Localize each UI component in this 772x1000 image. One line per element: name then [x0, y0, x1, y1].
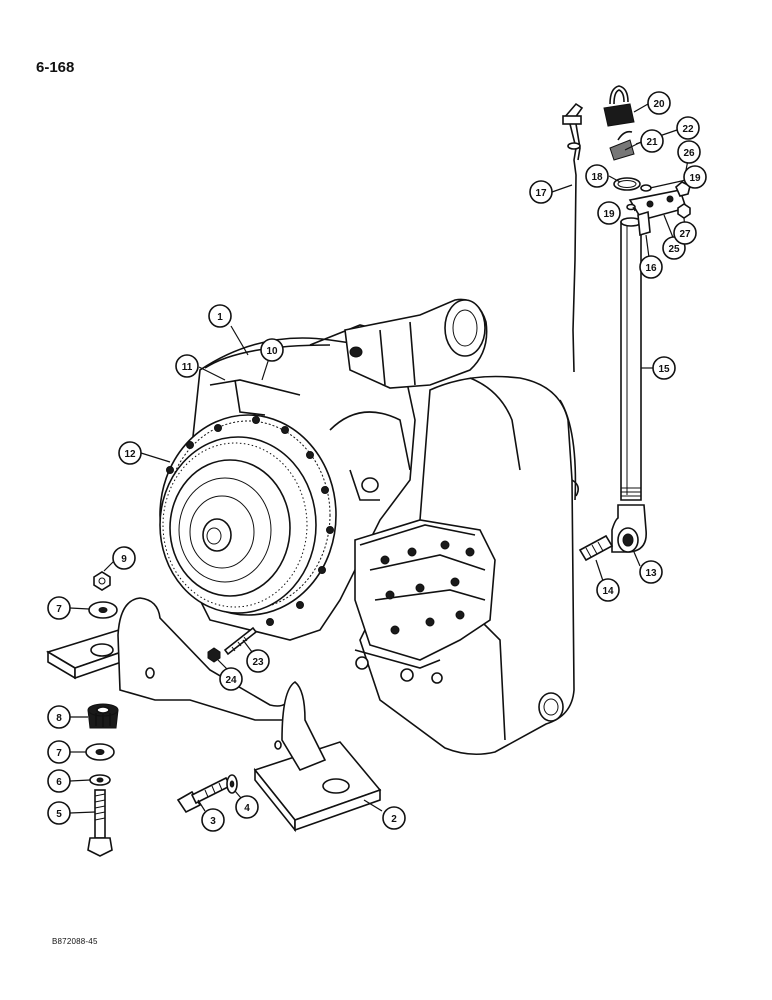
elbow-13 [611, 504, 647, 553]
callout-9: 9 [112, 546, 136, 570]
nipple-14 [578, 534, 614, 562]
nut-27 [677, 203, 691, 219]
svg-text:1: 1 [217, 312, 223, 323]
svg-text:20: 20 [653, 99, 665, 110]
washer-6 [89, 774, 111, 786]
callout-22: 22 [676, 116, 700, 140]
svg-text:3: 3 [210, 816, 216, 827]
callout-16: 16 [639, 255, 663, 279]
callout-7-top: 7 [47, 596, 71, 620]
svg-text:26: 26 [683, 148, 695, 159]
nut-24 [207, 647, 221, 663]
callout-27: 27 [673, 221, 697, 245]
svg-text:25: 25 [668, 244, 680, 255]
svg-text:10: 10 [266, 346, 278, 357]
gasket-22 [609, 130, 635, 161]
page-number: 6-168 [36, 59, 75, 76]
callout-6: 6 [47, 769, 71, 793]
svg-text:9: 9 [121, 554, 127, 565]
breather-cap-20 [603, 85, 635, 127]
svg-text:22: 22 [682, 124, 694, 135]
callout-26: 26 [677, 140, 701, 164]
washer-4 [226, 774, 238, 794]
svg-text:19: 19 [603, 209, 615, 220]
svg-text:27: 27 [679, 229, 691, 240]
bolt-3 [176, 776, 232, 814]
filler-tube-15 [620, 217, 642, 501]
isolator-8 [87, 703, 119, 729]
svg-text:19: 19 [689, 173, 701, 184]
callout-21: 21 [640, 129, 664, 153]
svg-text:24: 24 [225, 675, 237, 686]
callout-24: 24 [219, 667, 243, 691]
svg-text:18: 18 [591, 172, 603, 183]
callout-13: 13 [639, 560, 663, 584]
bolt-26 [675, 181, 691, 197]
svg-text:17: 17 [535, 188, 547, 199]
dipstick-17 [562, 102, 584, 373]
callout-15: 15 [652, 356, 676, 380]
svg-text:6: 6 [56, 777, 62, 788]
callout-4: 4 [235, 795, 259, 819]
o-ring-18 [613, 177, 641, 191]
control-valve [354, 519, 496, 684]
stud-23 [223, 626, 258, 656]
svg-text:5: 5 [56, 809, 62, 820]
callout-19-left: 19 [597, 201, 621, 225]
callout-19-right: 19 [683, 165, 707, 189]
nut-9 [93, 571, 111, 591]
callout-12: 12 [118, 441, 142, 465]
svg-text:4: 4 [244, 803, 250, 814]
clamp-16 [637, 210, 651, 237]
callout-17: 17 [529, 180, 553, 204]
svg-text:15: 15 [658, 364, 670, 375]
bolt-5 [87, 789, 113, 857]
svg-text:21: 21 [646, 137, 658, 148]
svg-text:13: 13 [645, 568, 657, 579]
svg-text:12: 12 [124, 449, 136, 460]
washer-7-top [88, 601, 118, 619]
svg-text:14: 14 [602, 586, 614, 597]
svg-text:7: 7 [56, 748, 62, 759]
washer-7-bottom [85, 743, 115, 761]
callout-2: 2 [382, 806, 406, 830]
callout-5: 5 [47, 801, 71, 825]
callout-1: 1 [208, 304, 232, 328]
svg-text:7: 7 [56, 604, 62, 615]
flywheel-assembly [159, 414, 337, 626]
starter-motor [344, 298, 488, 493]
svg-text:8: 8 [56, 713, 62, 724]
callout-14: 14 [596, 578, 620, 602]
svg-text:2: 2 [391, 814, 397, 825]
figure-code: B872088-45 [52, 937, 98, 946]
callout-3: 3 [201, 808, 225, 832]
rear-mount-bracket [253, 681, 382, 833]
callout-11: 11 [175, 354, 199, 378]
callout-10: 10 [260, 338, 284, 362]
callout-18: 18 [585, 164, 609, 188]
svg-text:16: 16 [645, 263, 657, 274]
svg-text:11: 11 [182, 362, 193, 373]
callout-7-bottom: 7 [47, 740, 71, 764]
callout-23: 23 [246, 649, 270, 673]
callout-20: 20 [647, 91, 671, 115]
svg-text:23: 23 [252, 657, 264, 668]
callout-8: 8 [47, 705, 71, 729]
